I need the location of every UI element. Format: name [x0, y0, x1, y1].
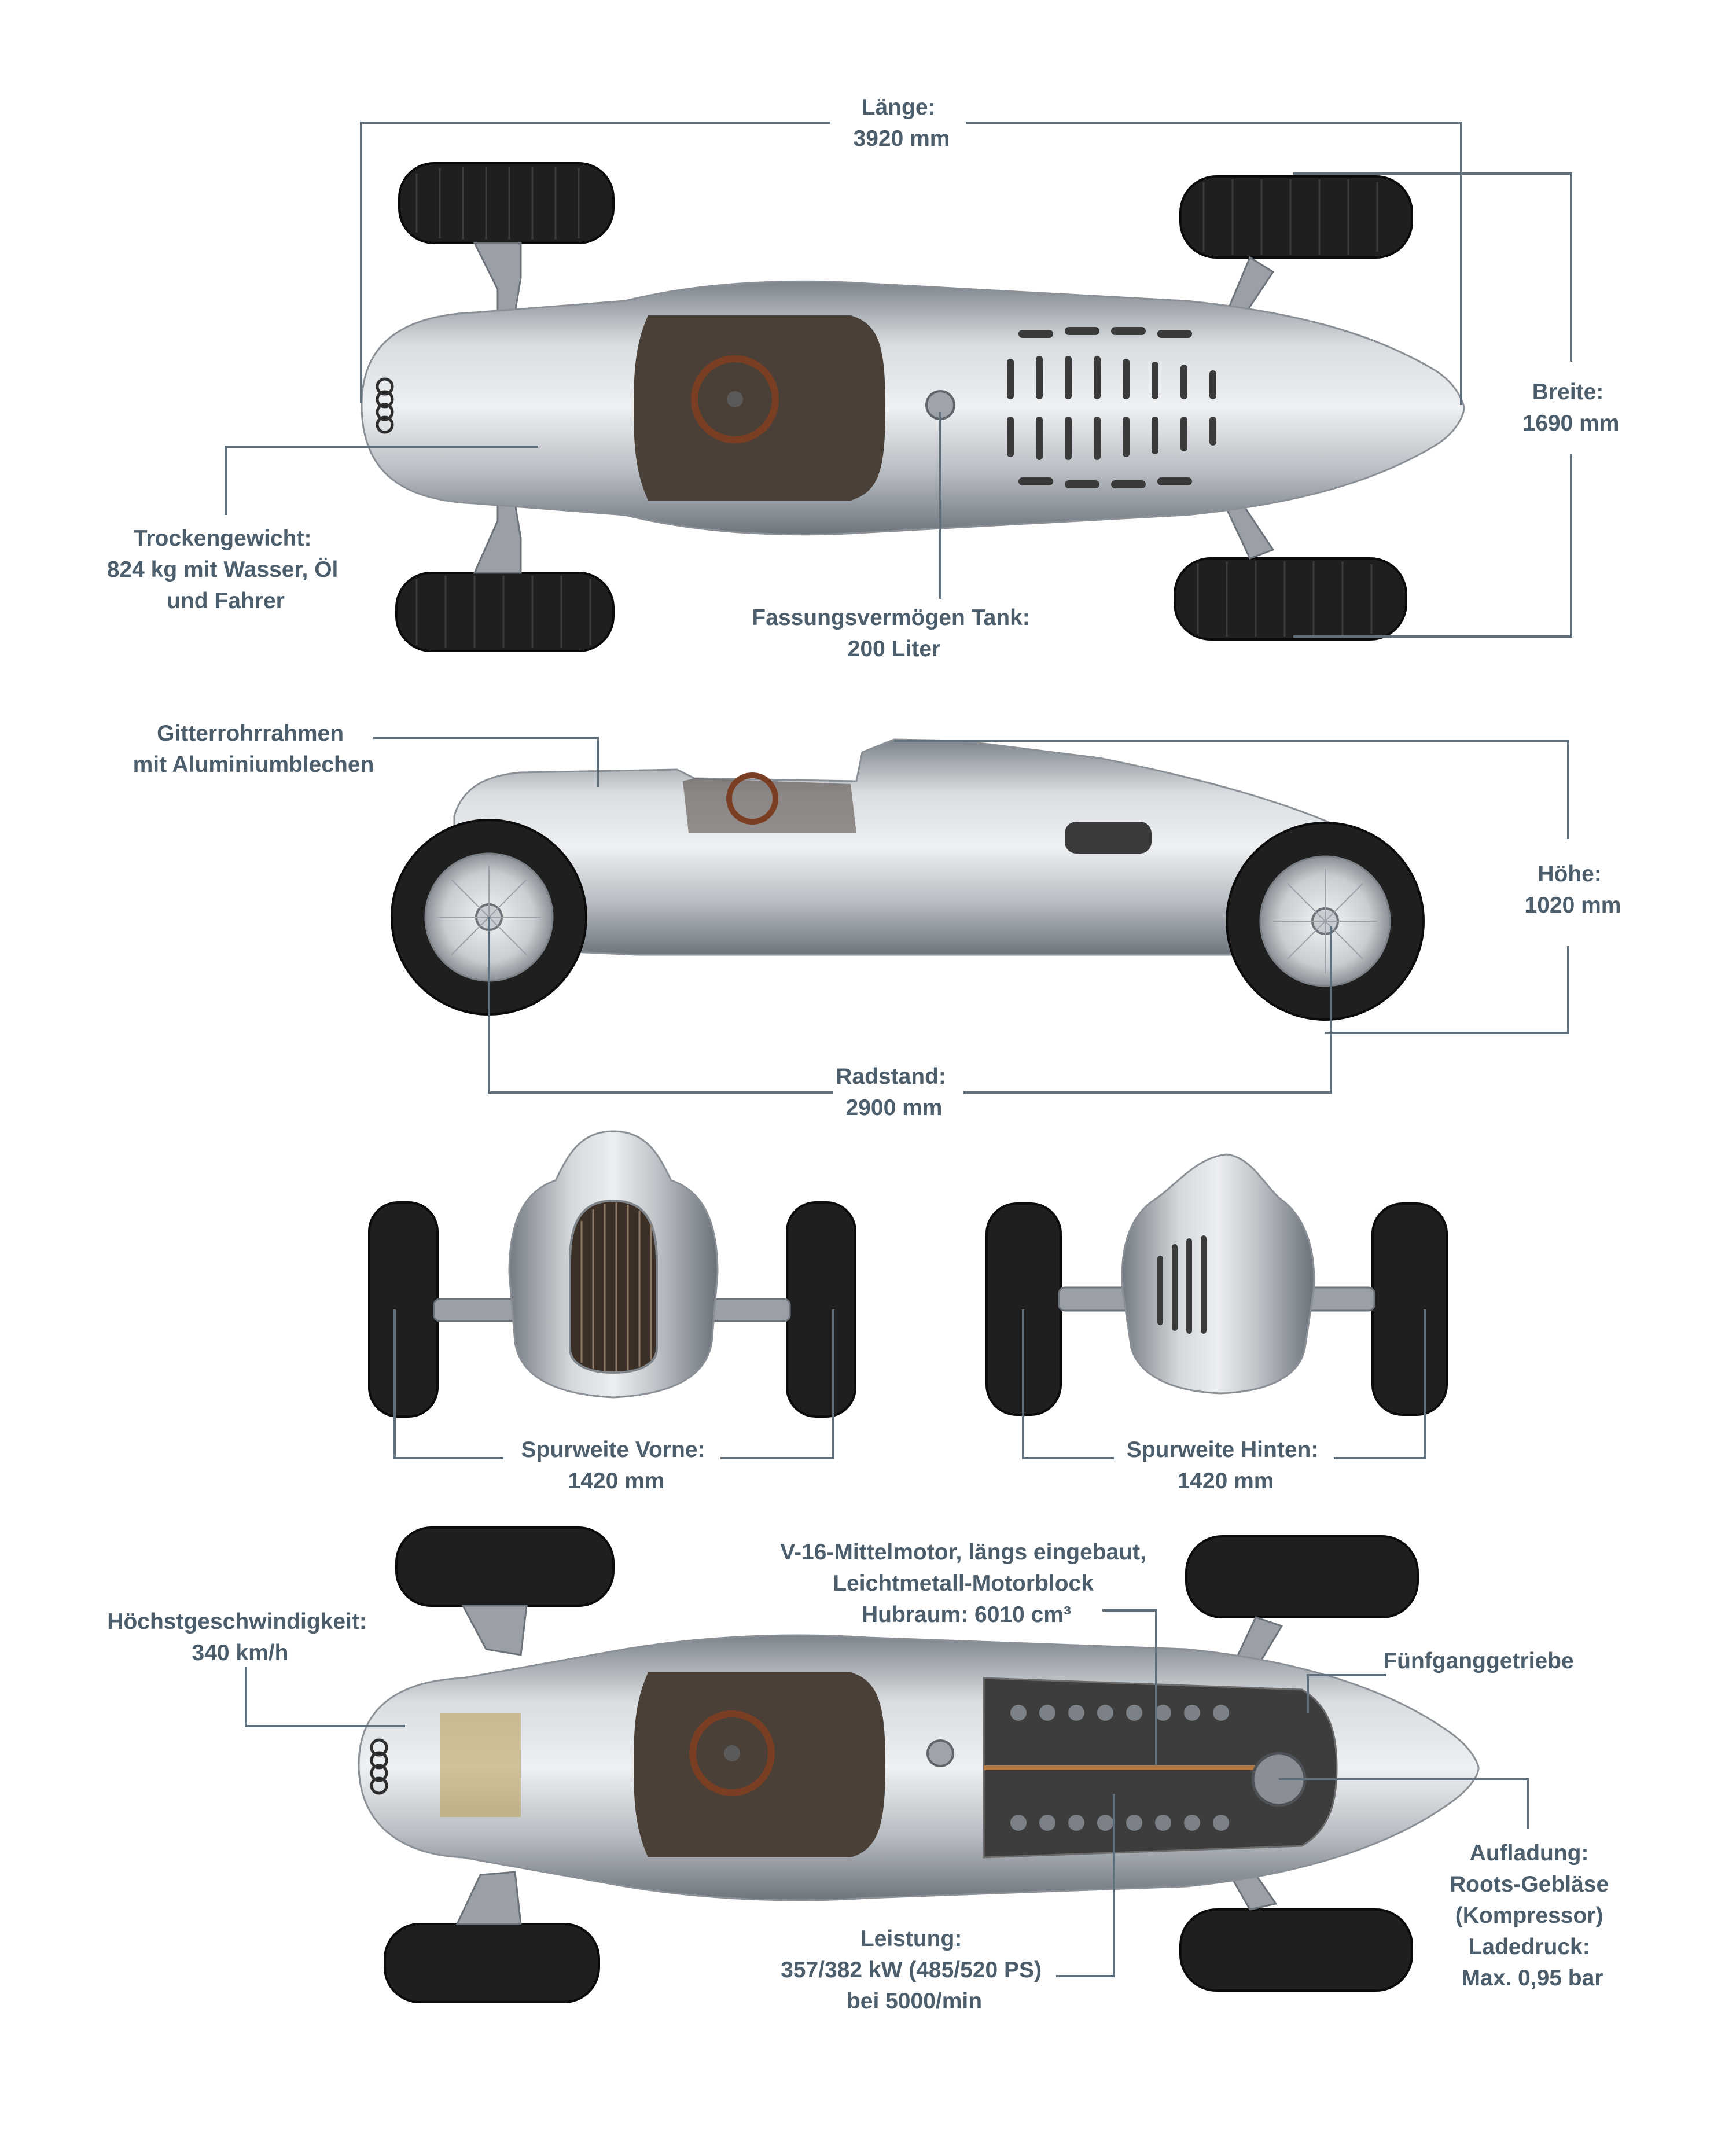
- labels: Länge: 3920 mm Breite: 1690 mm Trockenge…: [107, 95, 1621, 2014]
- leader-getriebe: [1307, 1674, 1386, 1713]
- leader-breite-top: [1293, 172, 1572, 362]
- top-view-car: [361, 162, 1465, 652]
- engine-view-rear-right-wheel: [1179, 1908, 1413, 1992]
- label-breite: Breite: 1690 mm: [1523, 380, 1620, 436]
- top-view-cockpit: [634, 315, 885, 501]
- leader-laenge-right: [966, 122, 1462, 405]
- label-motor: V-16-Mittelmotor, längs eingebaut, Leich…: [780, 1540, 1153, 1627]
- top-view-body: [361, 280, 1465, 536]
- label-getriebe: Fünfganggetriebe: [1383, 1649, 1573, 1673]
- top-view-front-right-wheel: [395, 572, 615, 652]
- side-view-vents: [1065, 822, 1152, 854]
- label-trockengewicht: Trockengewicht: 824 kg mit Wasser, Öl un…: [107, 526, 344, 613]
- engine-view-steering-wheel: [689, 1710, 775, 1796]
- label-tank: Fassungsvermögen Tank: 200 Liter: [752, 605, 1036, 661]
- side-view-rear-wheel: [1226, 822, 1425, 1021]
- label-hoechstgeschwindigkeit: Höchstgeschwindigkeit: 340 km/h: [107, 1609, 373, 1665]
- top-view-front-left-wheel: [398, 162, 615, 244]
- leader-spur-hinten-right: [1334, 1309, 1426, 1459]
- top-view-steering-wheel: [691, 355, 779, 443]
- leader-laenge-left: [360, 122, 830, 403]
- label-laenge: Länge: 3920 mm: [854, 95, 950, 151]
- leader-hoehe-bottom: [1325, 946, 1569, 1034]
- label-rahmen: Gitterrohrrahmen mit Aluminiumblechen: [133, 721, 374, 777]
- engine-view-front-right-wheel: [384, 1923, 600, 2003]
- engine-view-front-housing: [440, 1713, 521, 1817]
- engine-view-front-left-wheel: [395, 1526, 615, 1607]
- front-view-car: [368, 1130, 856, 1418]
- engine-view-cockpit: [634, 1672, 885, 1857]
- label-spur-hinten: Spurweite Hinten: 1420 mm: [1127, 1437, 1325, 1493]
- label-leistung: Leistung: 357/382 kW (485/520 PS) bei 50…: [781, 1926, 1048, 2014]
- leader-hoechstgeschwindigkeit: [245, 1667, 405, 1727]
- front-view-right-wheel: [786, 1201, 856, 1418]
- engine-view-four-rings-logo: [370, 1738, 388, 1795]
- top-view-suspension: [473, 242, 1275, 574]
- leader-hoehe-top: [894, 740, 1569, 839]
- engine-view-rear-left-wheel: [1185, 1535, 1419, 1618]
- top-view-four-rings-logo: [376, 377, 394, 434]
- rear-view-right-wheel: [1371, 1202, 1448, 1416]
- engine-view-cylinder-row: [1010, 1705, 1229, 1831]
- leader-rahmen: [373, 737, 599, 787]
- side-view-car: [391, 738, 1425, 1021]
- leader-radstand-left: [488, 917, 833, 1094]
- label-spur-vorne: Spurweite Vorne: 1420 mm: [521, 1437, 712, 1493]
- front-view-left-wheel: [368, 1201, 439, 1418]
- engine-view-fuel-cap: [926, 1739, 954, 1767]
- label-aufladung: Aufladung: Roots-Gebläse (Kompressor) La…: [1450, 1841, 1615, 1991]
- front-view-radiator-grille: [569, 1199, 658, 1374]
- side-view-steering-wheel: [726, 772, 778, 825]
- rear-view-body: [1121, 1153, 1315, 1395]
- leader-aufladung: [1279, 1778, 1529, 1829]
- rear-view-vents: [1157, 1235, 1207, 1334]
- leader-motor: [1102, 1609, 1157, 1765]
- leader-spur-vorne-left: [393, 1309, 503, 1459]
- label-radstand: Radstand: 2900 mm: [836, 1064, 952, 1120]
- leader-radstand-right: [963, 926, 1332, 1094]
- side-view-cockpit-opening: [683, 778, 856, 833]
- top-view-rear-left-wheel: [1179, 175, 1413, 259]
- leader-breite-bottom: [1293, 454, 1572, 638]
- leader-lines: [225, 122, 1572, 1977]
- top-view-rear-right-wheel: [1174, 557, 1407, 641]
- top-view-cooling-vents: [1007, 327, 1216, 488]
- leader-spur-hinten-left: [1022, 1309, 1114, 1459]
- label-hoehe: Höhe: 1020 mm: [1525, 862, 1621, 918]
- leader-trockengewicht: [225, 446, 538, 515]
- engine-view-car: [358, 1526, 1480, 2003]
- rear-view-car: [985, 1153, 1448, 1416]
- leader-spur-vorne-right: [720, 1309, 834, 1459]
- leader-leistung: [1056, 1794, 1115, 1977]
